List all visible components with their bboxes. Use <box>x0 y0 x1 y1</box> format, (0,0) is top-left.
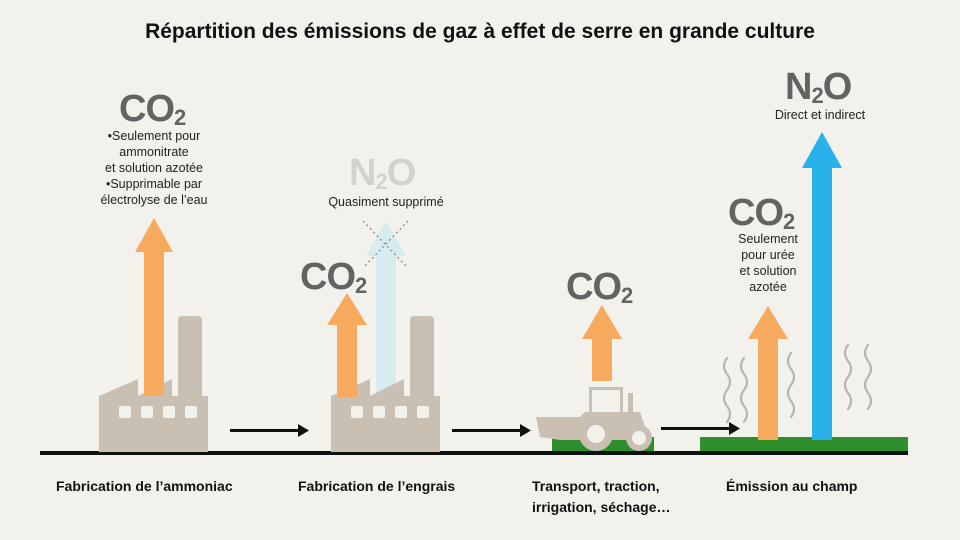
heat-waves-icon <box>722 343 873 424</box>
label-line: irrigation, séchage… <box>532 499 671 515</box>
grass-strip-icon <box>700 437 908 451</box>
ground-line <box>40 451 908 455</box>
co2-note: •Seulement pour ammonitrate et solution … <box>79 128 229 208</box>
factory-icon <box>99 316 208 452</box>
co2-arrow-icon <box>135 218 173 396</box>
tractor-icon <box>536 387 652 451</box>
note-line: Seulement <box>738 232 798 246</box>
note-line: azotée <box>749 280 787 294</box>
co2-note: Seulement pour urée et solution azotée <box>718 231 818 295</box>
stage-label-transport: Transport, traction, irrigation, séchage… <box>532 476 670 518</box>
co2-label: CO2 <box>728 192 795 234</box>
note-line: pour urée <box>741 248 795 262</box>
co2-label: CO2 <box>300 256 367 298</box>
n2o-faded-label: N2O <box>349 152 416 194</box>
note-line: électrolyse de l’eau <box>100 193 208 207</box>
n2o-note: Direct et indirect <box>774 108 866 122</box>
stage-label-engrais: Fabrication de l’engrais <box>298 478 456 494</box>
note-line: •Seulement pour <box>107 129 201 143</box>
factory-icon <box>331 316 440 452</box>
stage-label-champ: Émission au champ <box>726 478 858 494</box>
n2o-faded-arrow-icon <box>362 220 409 397</box>
note-line: •Supprimable par <box>105 177 203 191</box>
n2o-arrow-icon <box>802 132 842 440</box>
flow-arrow-icon <box>230 424 309 437</box>
co2-arrow-icon <box>748 306 788 440</box>
stage-label-ammoniac: Fabrication de l’ammoniac <box>56 478 233 494</box>
co2-label: CO2 <box>566 266 633 308</box>
co2-arrow-icon <box>327 293 367 397</box>
n2o-note: Quasiment supprimé <box>328 195 444 209</box>
co2-arrow-icon <box>582 305 622 381</box>
flow-arrow-icon <box>452 424 531 437</box>
diagram-title: Répartition des émissions de gaz à effet… <box>145 20 815 43</box>
flow-arrow-icon <box>661 422 740 435</box>
label-line: Transport, traction, <box>532 478 660 494</box>
note-line: ammonitrate <box>119 145 189 159</box>
note-line: et solution azotée <box>105 161 203 175</box>
n2o-label: N2O <box>785 66 852 108</box>
note-line: et solution <box>739 264 797 278</box>
co2-label: CO2 <box>119 88 186 130</box>
